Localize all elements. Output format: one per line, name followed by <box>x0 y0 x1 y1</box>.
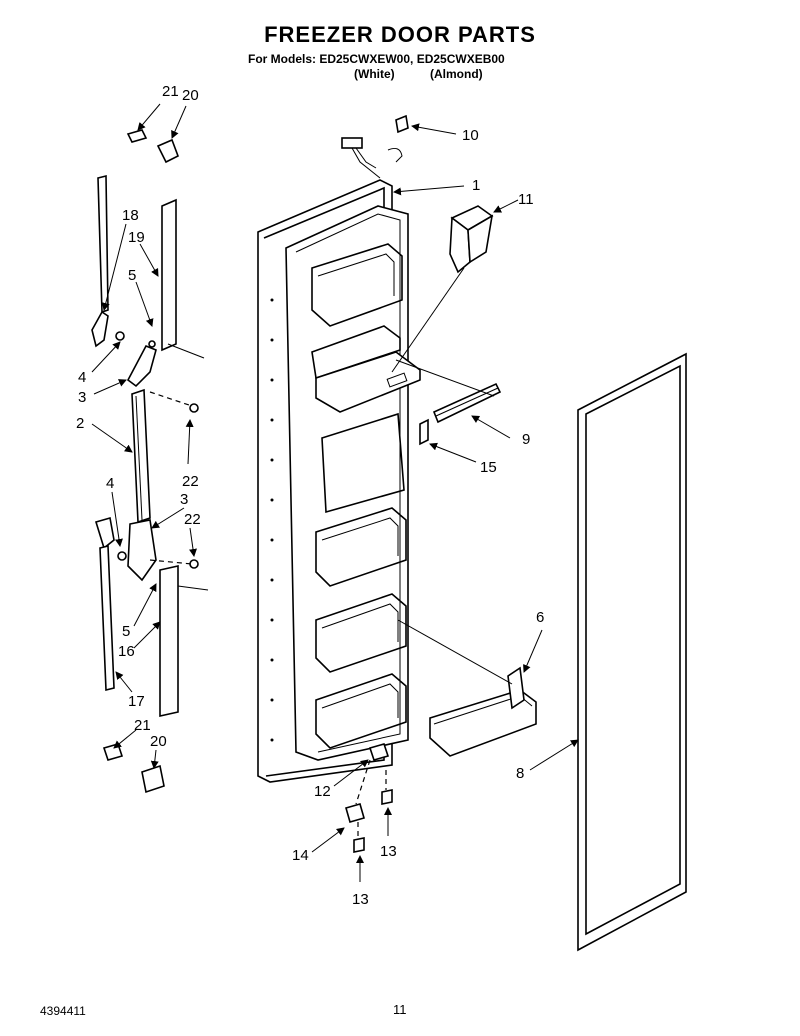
door-gasket <box>577 352 687 952</box>
callout-21-bottom: 21 <box>134 717 151 734</box>
callout-20-bottom: 20 <box>150 733 167 750</box>
callout-1: 1 <box>472 177 480 194</box>
callout-labels: 21 20 10 1 11 18 19 5 4 3 2 22 9 15 4 3 … <box>76 83 544 908</box>
page-title: FREEZER DOOR PARTS <box>264 22 536 47</box>
page-number: 11 <box>393 1002 407 1017</box>
callout-3-lower: 3 <box>180 491 188 508</box>
callout-15: 15 <box>480 459 497 476</box>
callout-19: 19 <box>128 229 145 246</box>
callout-13-bottom: 13 <box>352 891 369 908</box>
callout-14: 14 <box>292 847 309 864</box>
door-bin <box>397 619 537 757</box>
variant-almond: (Almond) <box>430 67 483 81</box>
document-number: 4394411 <box>40 1004 86 1018</box>
callout-5-lower: 5 <box>122 623 130 640</box>
callout-8: 8 <box>516 765 524 782</box>
callout-5-upper: 5 <box>128 267 136 284</box>
top-hinge-parts <box>126 114 409 164</box>
callout-3-upper: 3 <box>78 389 86 406</box>
left-side-parts <box>91 174 209 794</box>
model-numbers: For Models: ED25CWXEW00, ED25CWXEB00 <box>248 52 505 66</box>
freezer-door <box>257 137 421 783</box>
door-edge-dots <box>270 298 274 742</box>
callout-12: 12 <box>314 783 331 800</box>
callout-22-upper: 22 <box>182 473 199 490</box>
callout-11: 11 <box>518 191 534 208</box>
callout-21-top: 21 <box>162 83 179 100</box>
callout-22-lower: 22 <box>184 511 201 528</box>
leader-lines <box>91 103 579 882</box>
variant-white: (White) <box>354 67 395 81</box>
bottom-hinge-parts <box>345 743 393 853</box>
callout-4-upper: 4 <box>78 369 86 386</box>
callout-9: 9 <box>522 431 530 448</box>
callout-20-top: 20 <box>182 87 199 104</box>
callout-10: 10 <box>462 127 479 144</box>
callout-18: 18 <box>122 207 139 224</box>
color-variants: (White) (Almond) <box>354 67 483 81</box>
callout-17: 17 <box>128 693 145 710</box>
callout-13-right: 13 <box>380 843 397 860</box>
callout-6: 6 <box>536 609 544 626</box>
trim-strip <box>395 359 502 446</box>
callout-4-lower: 4 <box>106 475 114 492</box>
dispenser-chute <box>391 205 494 373</box>
callout-16: 16 <box>118 643 135 660</box>
callout-2: 2 <box>76 415 84 432</box>
